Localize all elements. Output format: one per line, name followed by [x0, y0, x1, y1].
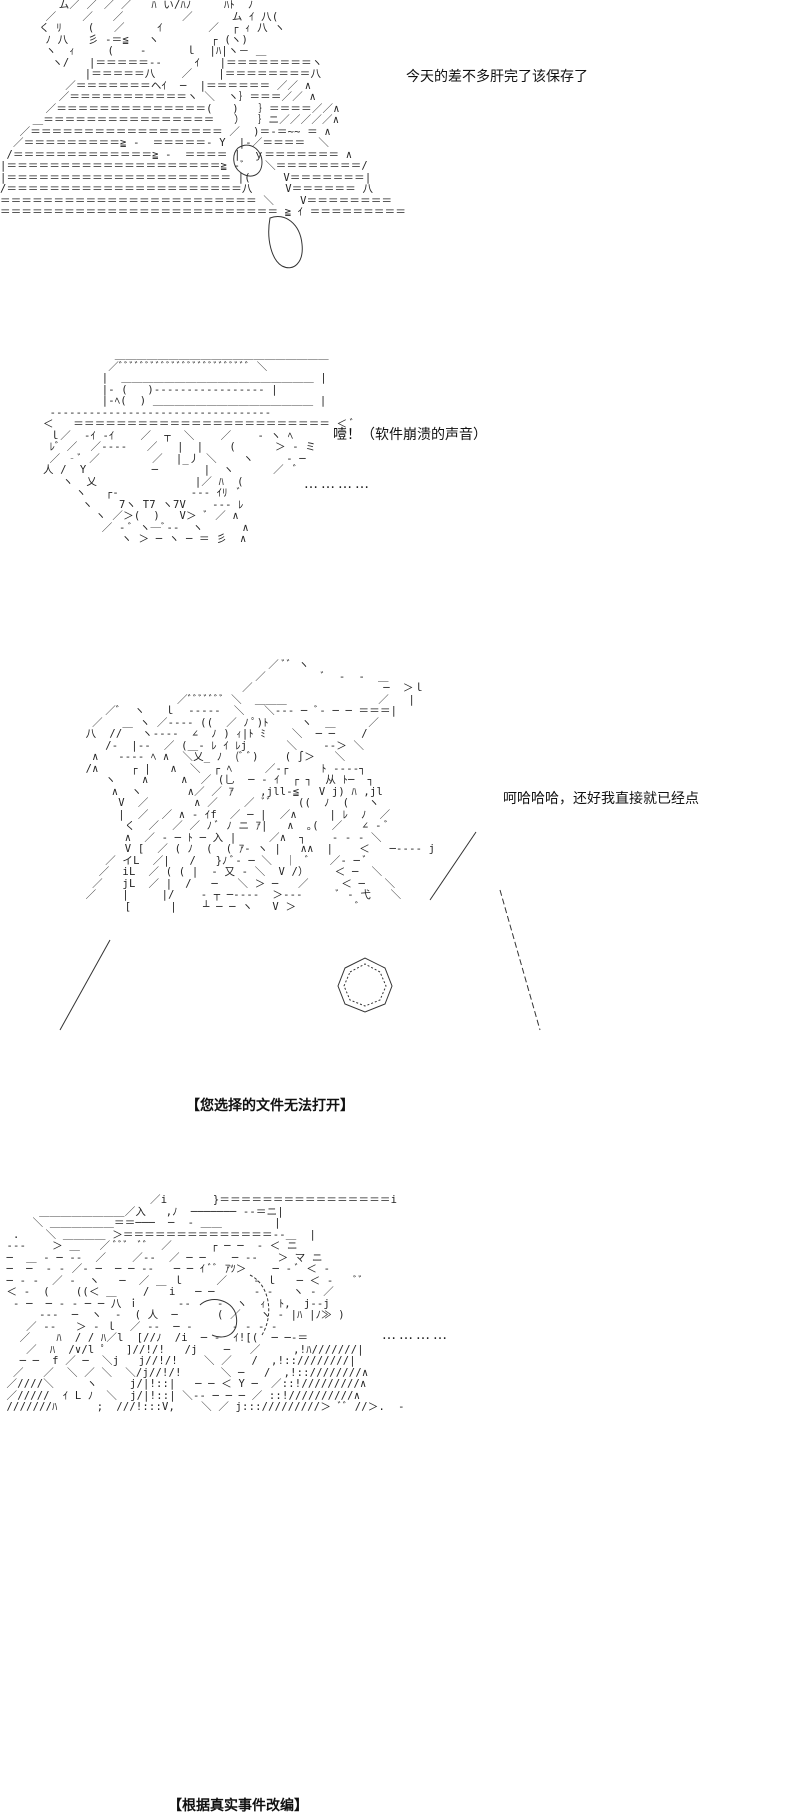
file-error-note: 【您选择的文件无法打开】	[186, 1098, 354, 1114]
true-story-note: 【根据真实事件改编】	[168, 1798, 308, 1814]
save-thought-caption: 今天的差不多肝完了该保存了	[406, 69, 588, 85]
nut-octagon-doodle	[59, 831, 541, 1031]
ascii-art-character-back: ム／ ／ ／ ／ ﾊ い/ﾊﾉ ﾊﾄ ﾉ ／ ／ ／ ／ ム ｲ 八( く ﾘ …	[0, 0, 407, 218]
silence-dots: …………	[304, 476, 372, 492]
shoulder-line-art	[233, 144, 303, 269]
ascii-art-character-laughing: ／ ﾞﾞ ヽ ／ ﾞ ‐ ‐ ＿ ／ ─ ＞ｌ ／ﾞﾞﾞﾞﾞﾞﾞ ＼ ＿＿＿ ／…	[85, 659, 436, 913]
laugh-caption: 呵哈哈哈，还好我直接就已经点	[503, 791, 699, 807]
crash-sound-caption: 噎！（软件崩溃的声音）	[333, 427, 487, 443]
panel-3: ／ ﾞﾞ ヽ ／ ﾞ ‐ ‐ ＿ ／ ─ ＞ｌ ／ﾞﾞﾞﾞﾞﾞﾞ ＼ ＿＿＿ ／…	[0, 650, 800, 1050]
face-line-art	[199, 1274, 270, 1338]
ascii-art-character-shocked: ＿＿＿＿＿＿＿＿＿＿＿＿＿＿＿＿＿＿＿＿ ／ﾞﾞﾞﾞﾞﾞﾞﾞﾞﾞﾞﾞﾞﾞﾞﾞﾞﾞ…	[43, 349, 356, 545]
ascii-art-character-defeated: ／i }＝＝＝＝＝＝＝＝＝＝＝＝＝＝＝＝i ＿＿＿＿＿＿＿＿／入 ,ﾉ ────…	[6, 1194, 405, 1413]
silence-dots-2: …………	[382, 1327, 450, 1343]
panel-1: ム／ ／ ／ ／ ﾊ い/ﾊﾉ ﾊﾄ ﾉ ／ ／ ／ ／ ム ｲ 八( く ﾘ …	[0, 0, 800, 330]
panel-2: ＿＿＿＿＿＿＿＿＿＿＿＿＿＿＿＿＿＿＿＿ ／ﾞﾞﾞﾞﾞﾞﾞﾞﾞﾞﾞﾞﾞﾞﾞﾞﾞﾞ…	[0, 349, 800, 590]
panel-4: ／i }＝＝＝＝＝＝＝＝＝＝＝＝＝＝＝＝i ＿＿＿＿＿＿＿＿／入 ,ﾉ ────…	[0, 1194, 800, 1495]
